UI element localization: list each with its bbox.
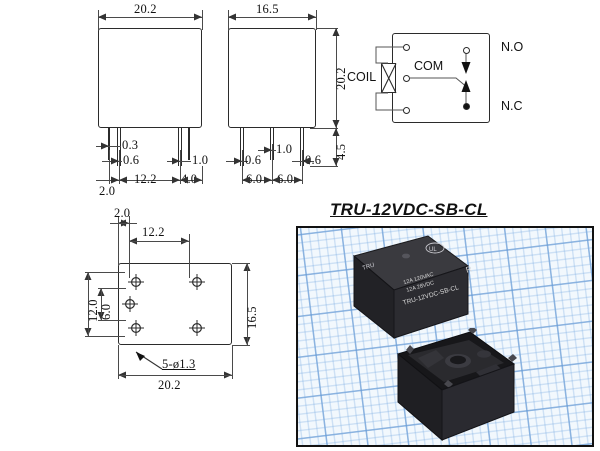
bottom-hole-callout: 5-ø1.3 bbox=[162, 357, 196, 371]
side-extv-2 bbox=[272, 144, 273, 184]
bottom-ext-20-2-l bbox=[118, 345, 119, 379]
bottom-ext-2-0-b bbox=[129, 216, 130, 278]
bottom-ext-2-0-a bbox=[118, 216, 119, 266]
svg-text:UL: UL bbox=[429, 247, 437, 253]
coil-body bbox=[381, 63, 396, 93]
side-ext-h-mid bbox=[310, 128, 338, 129]
side-dimline-width bbox=[228, 17, 316, 18]
front-pin-2 bbox=[117, 128, 121, 166]
hole-bottom-left bbox=[128, 320, 144, 341]
bottom-dim-2-0: 2.0 bbox=[114, 206, 131, 220]
side-dim-pinlen: 4.5 bbox=[334, 143, 348, 160]
front-dimline-0-3 bbox=[96, 146, 121, 147]
front-pin-1 bbox=[108, 128, 110, 160]
schematic-nc-label: N.C bbox=[501, 99, 523, 113]
schematic-terminal-coil2 bbox=[403, 106, 410, 114]
front-pin-3 bbox=[178, 128, 182, 166]
front-dim-0-6: 0.6 bbox=[123, 153, 140, 167]
side-dimline-height bbox=[336, 28, 337, 128]
front-dimline-12-2 bbox=[119, 180, 180, 181]
bottom-ext-6-0-b bbox=[98, 320, 126, 321]
relay-open bbox=[384, 326, 544, 445]
relay-sealed: UL TRU bbox=[336, 234, 476, 359]
side-extv-1 bbox=[242, 150, 243, 184]
schematic-terminal-com bbox=[403, 74, 410, 82]
side-dim-width: 16.5 bbox=[256, 2, 279, 16]
side-dim-06-right: 0.6 bbox=[305, 153, 322, 167]
front-ext-left bbox=[98, 10, 99, 30]
hole-middle-left bbox=[122, 296, 138, 317]
hole-top-left bbox=[128, 274, 144, 295]
schematic-com-label: COM bbox=[414, 59, 444, 73]
front-dim-width: 20.2 bbox=[134, 2, 157, 16]
bottom-dim-12-2: 12.2 bbox=[142, 225, 165, 239]
side-dim-60-left: 6.0 bbox=[246, 172, 263, 186]
schematic-contact-nc bbox=[462, 102, 470, 110]
bottom-dim-16-5: 16.5 bbox=[245, 306, 259, 329]
bottom-ext-12-2-r bbox=[189, 234, 190, 278]
bottom-ext-16-5-t bbox=[232, 263, 250, 264]
bottom-dimline-12-0 bbox=[88, 272, 89, 336]
front-dim-12-2: 12.2 bbox=[134, 172, 157, 186]
side-dim-10-mid: 1.0 bbox=[276, 142, 293, 156]
hole-top-right bbox=[189, 274, 205, 295]
schematic-coil-label: COIL bbox=[347, 70, 377, 84]
bottom-ext-20-2-r bbox=[232, 345, 233, 379]
bottom-ext-12-0-t bbox=[85, 272, 125, 273]
bottom-ext-12-0-b bbox=[85, 336, 125, 337]
schematic-terminal-no bbox=[403, 43, 410, 51]
side-pin-right bbox=[300, 128, 304, 166]
front-dimline-width bbox=[98, 17, 202, 18]
side-ext-h-top bbox=[316, 28, 338, 29]
side-dimline-pinlen bbox=[336, 128, 337, 166]
svg-text:TRU: TRU bbox=[362, 263, 376, 272]
bottom-dimline-2-0 bbox=[110, 223, 137, 224]
schematic-contact-no bbox=[462, 46, 470, 54]
front-dimline-1-0 bbox=[167, 161, 191, 162]
front-pin-4 bbox=[188, 128, 190, 160]
front-view-body bbox=[98, 28, 202, 128]
side-pin-left bbox=[240, 128, 244, 166]
front-dim-0-3: 0.3 bbox=[122, 138, 139, 152]
bottom-dim-20-2: 20.2 bbox=[158, 378, 181, 392]
front-dim-4-0: 4.0 bbox=[181, 172, 198, 186]
bottom-dimline-16-5 bbox=[247, 263, 248, 345]
side-ext-pin-bot bbox=[310, 166, 338, 167]
side-dimline-10m bbox=[258, 150, 276, 151]
bottom-dim-6-0: 6.0 bbox=[99, 303, 113, 320]
bottom-ext-16-5-b bbox=[232, 345, 250, 346]
hole-bottom-right bbox=[189, 320, 205, 341]
product-title: TRU-12VDC-SB-CL bbox=[330, 200, 488, 219]
schematic-no-label: N.O bbox=[501, 40, 524, 54]
front-extv-a bbox=[109, 150, 110, 184]
side-dim-60-right: 6.0 bbox=[277, 172, 294, 186]
front-dimline-4-0 bbox=[180, 180, 202, 181]
front-ext-right bbox=[202, 10, 203, 30]
bottom-ext-6-0-t bbox=[98, 288, 126, 289]
front-dim-1-0: 1.0 bbox=[192, 153, 209, 167]
front-extv-d bbox=[202, 166, 203, 184]
product-photo: UL TRU 12A 120VAC 12A 28VDC TRU-12VDC-SB… bbox=[296, 226, 594, 447]
side-ext-right bbox=[316, 10, 317, 30]
front-dim-2-0: 2.0 bbox=[99, 184, 116, 198]
front-extv-c bbox=[180, 150, 181, 184]
front-extv-b bbox=[119, 150, 120, 184]
bottom-dimline-12-2 bbox=[129, 241, 189, 242]
side-dim-06-left: 0.6 bbox=[245, 153, 262, 167]
front-dimline-2-0 bbox=[96, 180, 119, 181]
side-dimline-60b bbox=[272, 180, 302, 181]
side-ext-left bbox=[228, 10, 229, 30]
side-dimline-60a bbox=[242, 180, 272, 181]
side-view-body bbox=[228, 28, 316, 128]
bottom-dimline-6-0 bbox=[101, 288, 102, 320]
bottom-dimline-20-2 bbox=[118, 375, 232, 376]
side-extv-3 bbox=[302, 150, 303, 184]
